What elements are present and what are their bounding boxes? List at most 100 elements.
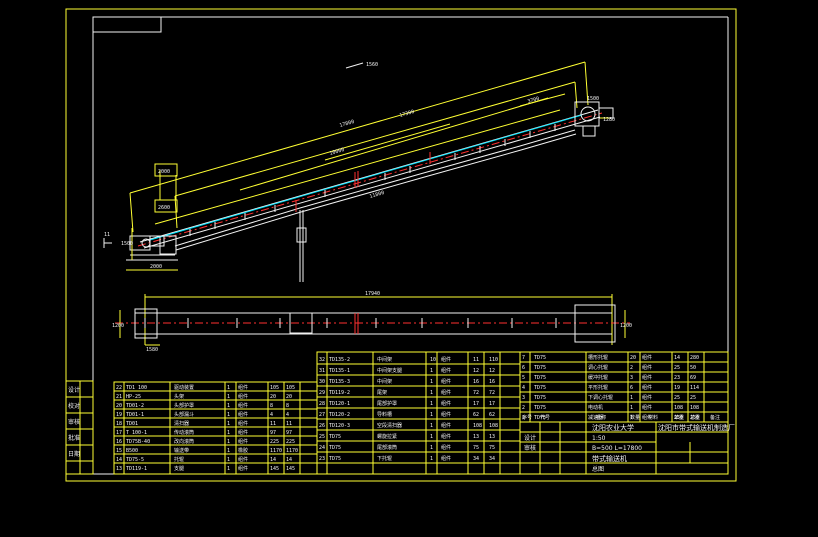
part-w2: 114 — [690, 385, 699, 391]
part-mat: 组件 — [642, 364, 652, 371]
part-no: 21 — [116, 394, 122, 400]
sheet-label: 总图 — [592, 465, 604, 473]
top-left-stamp-box — [92, 16, 162, 33]
dim-span1: 10000 — [329, 147, 345, 157]
part-no: 16 — [116, 439, 122, 445]
part-w2: 97 — [286, 430, 292, 436]
part-name: TD75 — [534, 375, 546, 381]
part-w2: 8 — [286, 403, 289, 409]
part-qty: 1 — [630, 395, 633, 401]
part-name: TD75 — [534, 355, 546, 361]
part-w1: 34 — [473, 456, 479, 462]
part-w2: 17 — [489, 401, 495, 407]
part-no: 29 — [319, 390, 325, 396]
dim-right-h: 1280 — [603, 117, 615, 123]
part-mat: 组件 — [238, 420, 248, 427]
header-name: 代号 — [540, 414, 550, 421]
part-no: 17 — [116, 430, 122, 436]
dim-plan-length: 17940 — [365, 291, 380, 297]
part-mat: 组件 — [238, 456, 248, 463]
part-qty: 1 — [227, 421, 230, 427]
part-w2: 11 — [286, 421, 292, 427]
part-desc: 传动滚筒 — [174, 429, 194, 436]
part-mat: 组件 — [642, 404, 652, 411]
part-w1: 14 — [270, 457, 276, 463]
part-w2: 20 — [286, 394, 292, 400]
spec: B=500 L=17800 — [592, 445, 642, 452]
part-no: 2 — [522, 405, 525, 411]
header-w1: 单重 — [674, 414, 684, 421]
part-name: TD1 100 — [126, 385, 147, 391]
part-mat: 组件 — [238, 384, 248, 391]
part-no: 6 — [522, 365, 525, 371]
part-w1: 20 — [270, 394, 276, 400]
part-mat: 橡胶 — [238, 447, 248, 454]
part-no: 3 — [522, 395, 525, 401]
part-desc: 托辊 — [174, 456, 184, 463]
part-name: TD120-3 — [329, 423, 350, 429]
part-w1: 14 — [674, 355, 680, 361]
part-w1: 19 — [674, 385, 680, 391]
part-desc: 电动机 — [588, 404, 603, 411]
part-desc: 清扫器 — [174, 420, 189, 427]
part-w2: 62 — [489, 412, 495, 418]
part-name: TD75 — [534, 365, 546, 371]
part-w2: 50 — [690, 365, 696, 371]
part-qty: 1 — [227, 466, 230, 472]
part-desc: 中间架 — [377, 356, 392, 363]
dim-span2: 11800 — [369, 190, 385, 200]
part-qty: 1 — [227, 430, 230, 436]
part-desc: 中间架支腿 — [377, 367, 402, 374]
part-w2: 145 — [286, 466, 295, 472]
dim-overall: 17800 — [339, 119, 355, 129]
part-w1: 97 — [270, 430, 276, 436]
part-qty: 1 — [630, 415, 633, 421]
part-w2: 110 — [489, 357, 498, 363]
part-w1: 13 — [473, 434, 479, 440]
conveyor-elevation: 11 1560 17800 17300 10000 11800 3700 200… — [103, 61, 615, 282]
part-qty: 1 — [227, 439, 230, 445]
part-mat: 组件 — [238, 402, 248, 409]
part-name: T 100-1 — [126, 430, 147, 436]
part-w1: 17 — [473, 401, 479, 407]
part-no: 23 — [319, 456, 325, 462]
part-mat: 组件 — [441, 389, 451, 396]
part-w1: 16 — [473, 379, 479, 385]
part-name: TD119-2 — [329, 390, 350, 396]
part-no: 30 — [319, 379, 325, 385]
title-block: 沈阳农业大学 沈阳市带式输送机制造厂 1:50 B=500 L=17800 带式… — [524, 423, 735, 473]
part-qty: 1 — [430, 401, 433, 407]
part-qty: 20 — [630, 355, 636, 361]
part-no: 14 — [116, 457, 122, 463]
part-qty: 1 — [430, 434, 433, 440]
part-name: TD75 — [534, 385, 546, 391]
header-w2: 总重 — [690, 414, 700, 421]
dim-right-w: 1500 — [587, 96, 599, 102]
part-mat: 组件 — [441, 433, 451, 440]
part-mat: 组件 — [441, 444, 451, 451]
part-w1: 75 — [473, 445, 479, 451]
part-mat: 组件 — [238, 465, 248, 472]
part-w2: 250 — [690, 415, 699, 421]
part-w1: 25 — [674, 395, 680, 401]
part-mat: 组件 — [441, 455, 451, 462]
part-w2: 225 — [286, 439, 295, 445]
part-qty: 1 — [227, 385, 230, 391]
part-w2: 75 — [489, 445, 495, 451]
part-qty: 6 — [630, 385, 633, 391]
part-no: 27 — [319, 412, 325, 418]
part-w2: 1170 — [286, 448, 298, 454]
part-w1: 8 — [270, 403, 273, 409]
part-desc: 输送带 — [174, 447, 189, 454]
part-name: TD75 — [534, 405, 546, 411]
part-qty: 2 — [630, 365, 633, 371]
part-no: 26 — [319, 423, 325, 429]
dim-left-h: 1500 — [121, 241, 133, 247]
part-w1: 1170 — [270, 448, 282, 454]
part-no: 19 — [116, 412, 122, 418]
part-no: 32 — [319, 357, 325, 363]
header-desc: 名称 — [596, 414, 606, 421]
drawing-title: 带式输送机 — [592, 454, 627, 463]
